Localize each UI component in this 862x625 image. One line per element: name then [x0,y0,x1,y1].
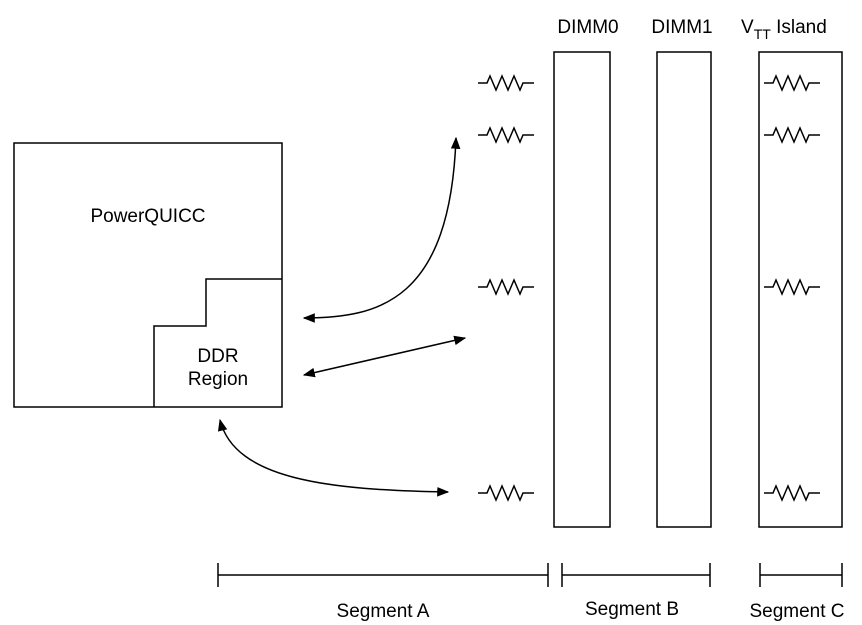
segment-b-bracket [561,563,711,587]
termination-resistor-4 [763,485,821,501]
termination-resistor-2 [763,127,821,143]
termination-resistor-3 [763,279,821,295]
series-resistor-3 [477,279,535,295]
arrow-lower-termination [217,418,450,497]
powerquicc-block [13,142,283,408]
segment-a-label: Segment A [337,601,430,622]
series-resistor-2 [477,127,535,143]
dimm1-label: DIMM1 [651,17,712,38]
dimm0-slot [553,51,611,528]
ddr-region-outline [153,278,282,407]
vtt-island-label: VTT Island [741,17,827,42]
arrow-upper-termination [302,136,461,323]
vtt-island-box [758,51,843,528]
series-resistor-4 [477,485,535,501]
segment-a-bracket [217,563,549,587]
series-resistor-1 [477,75,535,91]
dimm1-slot [656,51,712,528]
dimm0-label: DIMM0 [557,17,618,38]
ddr-region-label-line1: DDR [197,346,238,367]
termination-resistor-1 [763,75,821,91]
powerquicc-label: PowerQUICC [90,206,205,227]
arrow-middle-termination [302,335,467,378]
segment-c-bracket [759,563,843,587]
segment-b-label: Segment B [585,599,679,620]
ddr-region-label-line2: Region [188,369,248,390]
segment-c-label: Segment C [749,601,844,622]
